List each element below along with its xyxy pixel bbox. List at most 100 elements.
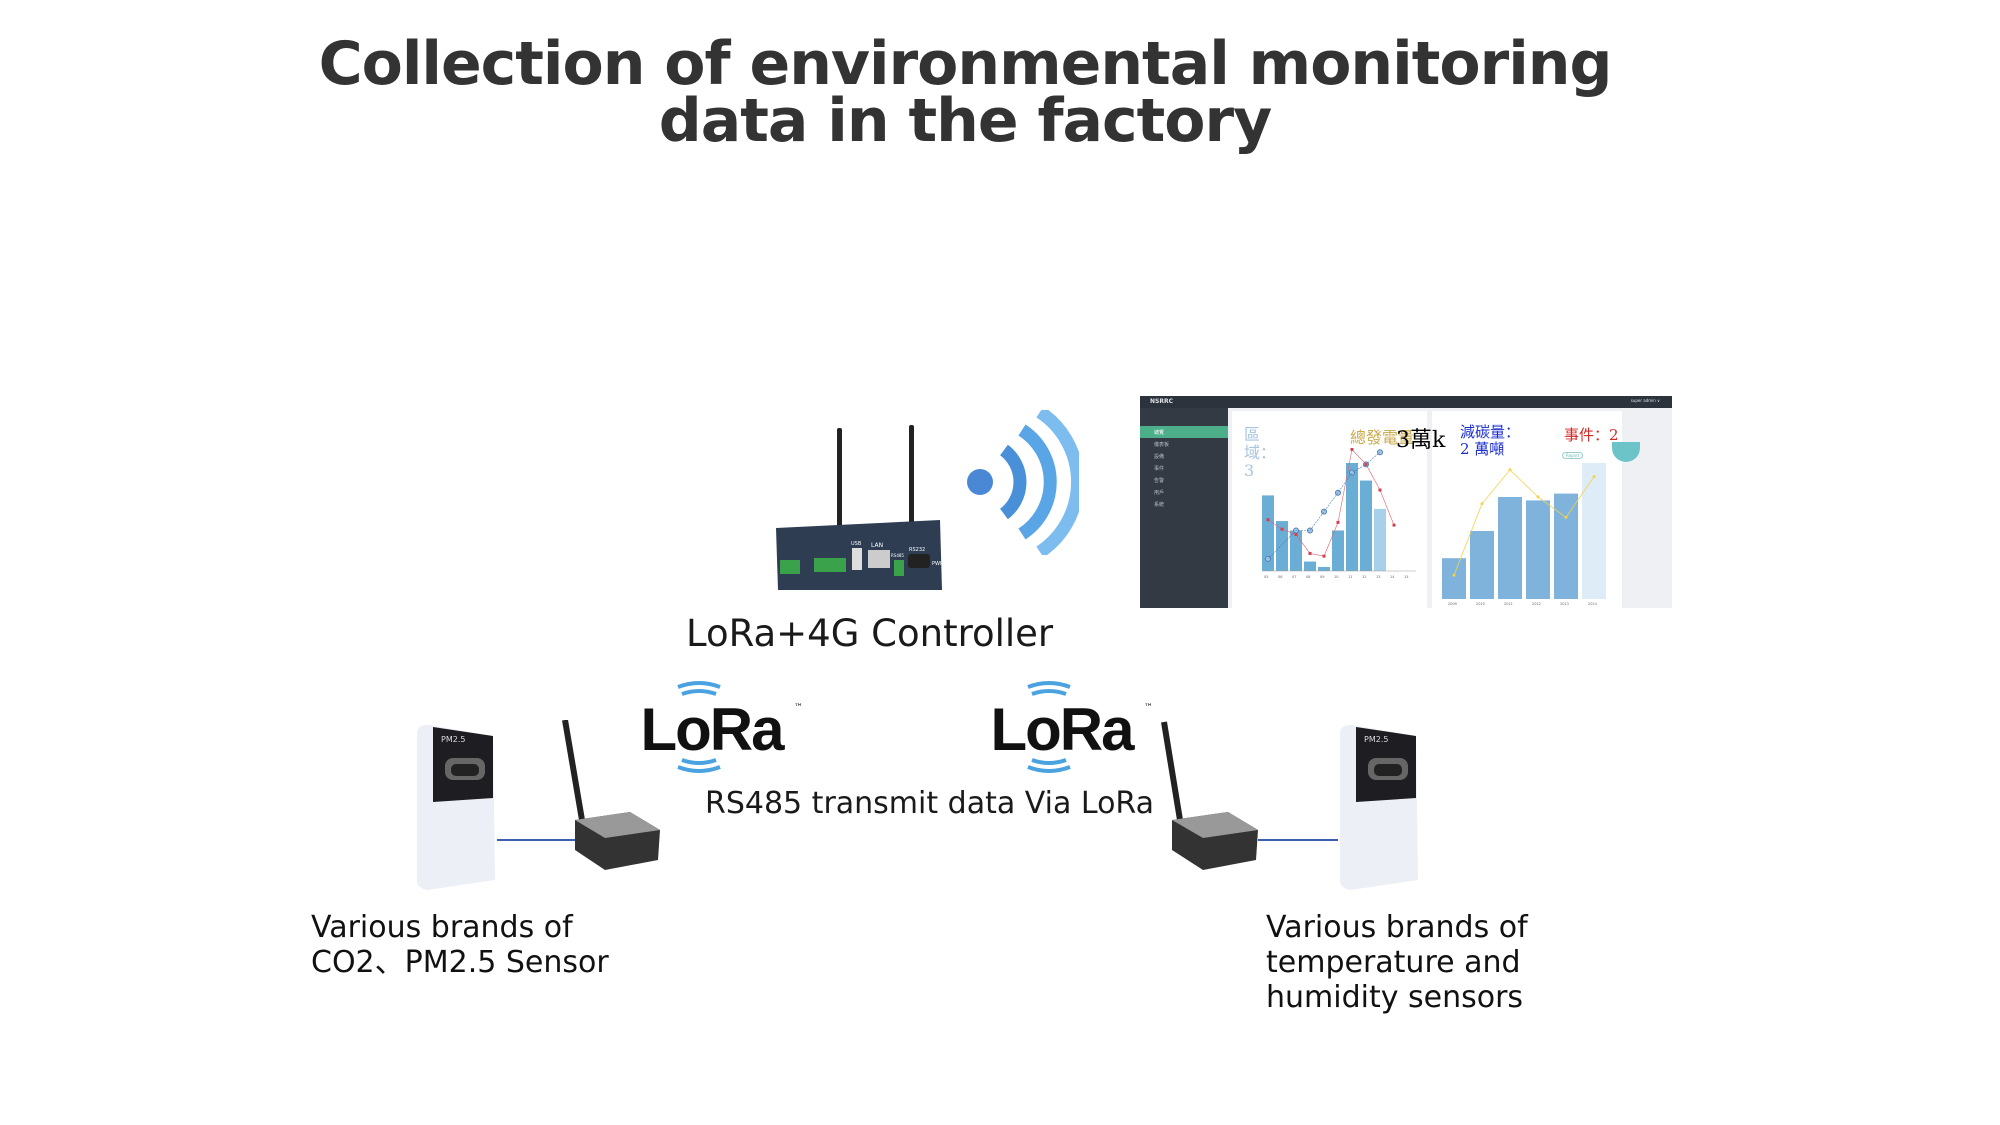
chart-point-red	[1294, 533, 1298, 537]
area-label: 區域：	[1244, 425, 1277, 462]
chart-line	[1453, 469, 1595, 576]
chart-point-red	[1280, 527, 1284, 531]
chart-bar	[1262, 495, 1274, 571]
x-tick-label: 10	[1334, 575, 1338, 579]
right-caption-line: temperature and	[1266, 945, 1521, 980]
user-menu[interactable]: super admin ∨	[1630, 398, 1660, 403]
chart-point	[1480, 502, 1484, 506]
chart-point-red	[1336, 520, 1340, 524]
chart-point-red	[1364, 462, 1368, 466]
lora-logo: LoRa ™	[624, 677, 803, 777]
sidebar-item[interactable]: 總覽	[1140, 426, 1228, 438]
chart-bar	[1318, 566, 1330, 571]
chart-bar	[1346, 463, 1358, 571]
x-tick-label: 11	[1348, 575, 1352, 579]
lora-waves-icon	[677, 681, 721, 773]
chart-point-red	[1378, 488, 1382, 492]
area-value: 3	[1244, 461, 1255, 480]
wireless-signal-icon	[967, 410, 1079, 555]
chart-bar	[1526, 500, 1550, 599]
x-tick-label: 08	[1306, 575, 1310, 579]
dashboard-brand: NSRRC	[1150, 398, 1173, 405]
title-line-2: data in the factory	[658, 86, 1272, 156]
sidebar-item[interactable]: 告警	[1154, 478, 1165, 484]
chart-bar	[1290, 530, 1302, 571]
sidebar-item[interactable]: 儀表板	[1154, 442, 1170, 448]
total-power-value: 3萬k	[1396, 428, 1446, 453]
chart-bar	[1332, 530, 1344, 571]
x-tick-label: 2014	[1588, 602, 1598, 606]
x-tick-label: 05	[1264, 575, 1268, 579]
sidebar-item[interactable]: 系統	[1154, 502, 1165, 508]
x-tick-label: 15	[1404, 575, 1408, 579]
left-caption-line: CO2、PM2.5 Sensor	[311, 945, 609, 980]
chart-bar	[1554, 493, 1578, 599]
chart-bar	[1582, 463, 1606, 599]
chart-bar	[1276, 521, 1288, 571]
chart-bar	[1498, 497, 1522, 599]
x-tick-label: 2009	[1448, 602, 1457, 606]
usb-port-label: USB	[851, 541, 862, 547]
chart-point	[1349, 469, 1355, 476]
sidebar-item[interactable]: 用戶	[1154, 490, 1165, 496]
right-caption-line: humidity sensors	[1266, 980, 1524, 1015]
dashboard-sidebar: 總覽 儀表板 設備 事件 告警 用戶 系統	[1140, 408, 1228, 608]
x-tick-label: 06	[1278, 575, 1282, 579]
pm25-sensor-label: PM2.5	[441, 735, 465, 744]
fab-button[interactable]	[1612, 442, 1640, 462]
carbon-value: 2 萬噸	[1460, 440, 1505, 458]
lora-waves-icon	[1027, 681, 1071, 773]
lora-logo: LoRa ™	[974, 677, 1153, 777]
transmit-label: RS485 transmit data Via LoRa	[705, 786, 1155, 821]
x-tick-label: 07	[1292, 575, 1296, 579]
events-count: 事件：2	[1564, 426, 1619, 444]
x-tick-label: 14	[1390, 575, 1395, 579]
carbon-overlay: 減碳量：2 萬噸	[1460, 424, 1520, 458]
chart-point-red	[1392, 523, 1396, 527]
lan-port-label: LAN	[871, 542, 883, 549]
sidebar-item[interactable]: 事件	[1154, 466, 1165, 472]
carbon-label: 減碳量：	[1460, 423, 1521, 441]
chart-point	[1452, 573, 1456, 577]
left-caption-line: Various brands of	[311, 910, 573, 945]
chart-point	[1592, 475, 1596, 479]
pm25-sensor-label: PM2.5	[1364, 735, 1388, 744]
chart-point	[1564, 515, 1568, 519]
chart-point-red	[1308, 551, 1312, 555]
chart-bar	[1470, 531, 1494, 599]
page-title: Collection of environmental monitoring d…	[0, 34, 1930, 156]
left-caption: Various brands of CO2、PM2.5 Sensor	[311, 910, 609, 980]
chart-bar	[1374, 508, 1386, 571]
x-tick-label: 13	[1376, 575, 1380, 579]
rs485-port-label: RS485	[891, 553, 904, 558]
chart-line	[1267, 451, 1381, 560]
chart-point	[1508, 468, 1512, 472]
controller-label: LoRa+4G Controller	[686, 612, 1054, 655]
area-overlay: 區域：3	[1244, 426, 1276, 480]
trademark: ™	[1144, 703, 1153, 713]
right-router-sensor-group: PM2.5	[1161, 721, 1418, 890]
lora-logo-text: LoRa	[990, 696, 1135, 763]
x-tick-label: 2013	[1560, 602, 1569, 606]
chart-point-red	[1350, 448, 1354, 451]
lora-4g-controller-image: USB LAN RS485 RS232 PWR	[776, 425, 944, 590]
chart-bar	[1360, 480, 1372, 571]
x-tick-label: 2011	[1504, 602, 1513, 606]
x-tick-label: 2010	[1476, 602, 1485, 606]
chart-bar	[1304, 561, 1316, 571]
monitoring-dashboard-screenshot: NSRRC super admin ∨ 總覽 儀表板 設備 事件 告警 用戶 系…	[1140, 396, 1672, 608]
chart-point-red	[1266, 518, 1270, 522]
sidebar-item[interactable]: 設備	[1154, 454, 1165, 460]
chart-point-red	[1322, 554, 1326, 558]
right-caption-line: Various brands of	[1266, 910, 1528, 945]
chart-point	[1321, 508, 1327, 515]
trademark: ™	[794, 703, 803, 713]
report-button[interactable]: Report	[1562, 452, 1584, 459]
pwr-label: PWR	[932, 561, 944, 567]
right-caption: Various brands of temperature and humidi…	[1266, 910, 1528, 1015]
chart-line-red	[1267, 448, 1395, 557]
